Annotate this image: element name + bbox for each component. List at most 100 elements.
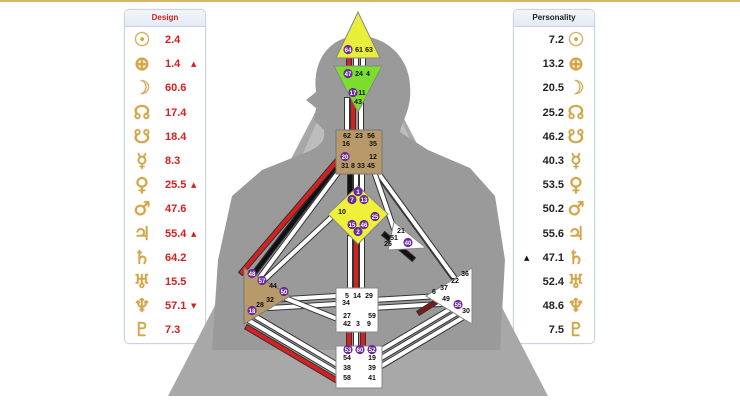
gate-number: 18	[249, 309, 256, 315]
active-gate-marker	[279, 286, 289, 297]
saturn-icon: ♄	[567, 246, 585, 269]
gate-number: 56	[367, 133, 375, 140]
sun-icon: ☉	[567, 29, 585, 51]
personality-planet-row: ☉7.2	[514, 28, 594, 52]
planet-gate-value: 25.2	[542, 106, 564, 119]
gate-number: 5	[345, 293, 349, 300]
active-gate-marker	[453, 299, 463, 310]
gate-number: 13	[361, 198, 368, 204]
personality-planet-row: ♅52.4	[514, 270, 594, 294]
gate-number: 9	[367, 321, 371, 328]
earth-icon: ⊕	[568, 53, 584, 76]
design-planet-row: ☉ 2.4	[125, 28, 205, 52]
channel	[375, 299, 465, 355]
gate-number: 60	[357, 348, 364, 354]
mercury-icon: ☿	[570, 150, 582, 172]
gate-number: 35	[369, 141, 377, 148]
planet-gate-value: 47.6	[165, 203, 187, 216]
planet-gate-value: 7.3	[165, 324, 181, 337]
gate-number: 51	[390, 235, 398, 242]
active-gate-marker	[359, 194, 369, 205]
personality-planet-row: ⊕ 13.2	[514, 52, 594, 76]
gate-number: 28	[256, 302, 264, 309]
active-gate-marker	[247, 268, 257, 279]
moon-icon: ☽	[133, 77, 151, 100]
mercury-icon: ☿	[136, 150, 148, 172]
gate-number: 27	[343, 313, 351, 320]
gate-number: 37	[440, 285, 448, 292]
planet-gate-value: 40.3	[542, 155, 564, 167]
personality-planet-row: ☋46.2	[514, 125, 594, 149]
design-planet-row: ⊕1.4▲	[125, 52, 205, 76]
gate-number: 43	[354, 99, 362, 106]
arrow-up-icon: ▲	[191, 60, 197, 69]
gate-number: 22	[451, 278, 459, 285]
active-gate-marker	[359, 219, 369, 230]
planet-gate-value: 13.2	[542, 58, 564, 71]
channel	[245, 317, 339, 375]
planet-gate-value: 57.1	[165, 300, 187, 313]
channel	[239, 159, 339, 275]
personality-planet-row: ♂50.2	[514, 197, 594, 221]
design-planet-row: ♇ 7.3	[125, 318, 205, 342]
design-planet-row: ♃55.4▲	[125, 222, 205, 246]
gate-number: 45	[367, 163, 375, 170]
design-panel: Design ☉2.4⊕1.4▲☽60.6☊17.4☋18.4☿8.3♀25.5…	[124, 9, 206, 344]
active-gate-marker	[343, 344, 353, 355]
gate-number: 49	[442, 296, 450, 303]
gate-number: 54	[343, 355, 351, 362]
pluto-icon: ♇	[133, 319, 151, 342]
gate-number: 64	[345, 48, 352, 54]
planet-gate-value: 55.6	[542, 227, 564, 240]
design-planet-row: ☿8.3	[125, 149, 205, 173]
gate-number: 16	[342, 141, 350, 148]
gate-number: 46	[361, 223, 368, 229]
planet-gate-value: 18.4	[165, 130, 187, 143]
gate-number: 40	[405, 241, 412, 247]
gate-number: 19	[368, 355, 376, 362]
personality-planet-row: ♆48.6	[514, 294, 594, 318]
gate-number: 34	[342, 300, 350, 307]
personality-planet-row: ♀53.5	[514, 173, 594, 197]
gate-number: 53	[345, 348, 352, 354]
gate-number: 25	[372, 215, 379, 221]
uranus-icon: ♅	[567, 271, 585, 293]
gate-number: 61	[355, 47, 363, 54]
planet-gate-value: 20.5	[542, 82, 564, 95]
gate-number: 23	[355, 133, 363, 140]
jupiter-icon: ♃	[133, 222, 151, 245]
personality-planet-row: ♄47.1▲	[514, 246, 594, 270]
gate-number: 39	[368, 365, 376, 372]
design-planet-row: ♅15.5	[125, 270, 205, 294]
channel	[249, 163, 339, 279]
gate-number: 55	[455, 303, 462, 309]
channel	[245, 309, 339, 367]
planet-gate-value: 2.4	[165, 34, 181, 46]
gate-number: 30	[462, 308, 470, 315]
active-gate-marker	[343, 44, 353, 55]
neptune-icon: ♆	[567, 295, 585, 318]
planet-gate-value: 15.5	[165, 276, 187, 288]
gate-number: 20	[342, 155, 349, 161]
gate-number: 44	[269, 283, 277, 290]
design-planet-row: ♂47.6	[125, 197, 205, 221]
heart-center	[387, 221, 428, 251]
personality-panel: Personality ☉7.2⊕13.2☽20.5☊25.2☋46.2☿40.…	[513, 9, 595, 344]
gate-number: 17	[350, 91, 357, 97]
gate-number: 11	[358, 90, 366, 97]
personality-title: Personality	[514, 10, 594, 27]
gate-number: 47	[345, 72, 352, 78]
personality-planet-row: ☊25.2	[514, 101, 594, 125]
gate-number: 33	[357, 163, 365, 170]
gate-number: 15	[349, 223, 356, 229]
venus-icon: ♀	[135, 174, 149, 197]
gate-number: 32	[266, 297, 274, 304]
mars-icon: ♂	[567, 198, 585, 221]
channel	[255, 167, 343, 283]
sun-icon: ☉	[133, 29, 151, 51]
planet-gate-value: 64.2	[165, 251, 187, 264]
top-border	[0, 0, 740, 2]
planet-gate-value: 60.6	[165, 82, 187, 95]
